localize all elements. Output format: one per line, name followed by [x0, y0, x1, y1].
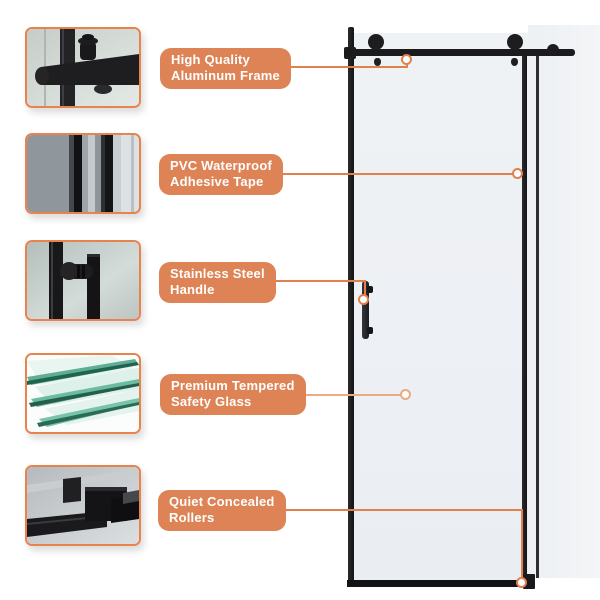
leader-dot-rollers — [516, 577, 527, 588]
callout-label-safety-glass: Premium Tempered Safety Glass — [160, 374, 306, 415]
leader-line-rollers — [273, 509, 523, 511]
handle-bolt-top — [367, 286, 373, 293]
aluminum-frame-closeup-icon — [27, 29, 139, 106]
leader-line-glass — [287, 394, 401, 396]
aluminum-frame-closeup-image — [25, 27, 141, 108]
callout-label-rollers: Quiet Concealed Rollers — [158, 490, 286, 531]
fixed-panel-edge-strip — [536, 56, 539, 578]
roller-wheel-far-icon — [547, 44, 559, 56]
aluminum-frame-left-stile — [348, 27, 354, 584]
handle-closeup-icon — [27, 242, 139, 319]
concealed-rollers-closeup-image — [25, 465, 141, 546]
door-handle — [362, 281, 369, 339]
adhesive-tape-closeup-image — [25, 133, 141, 214]
tempered-glass-closeup-image — [25, 353, 141, 434]
leader-line-frame — [278, 66, 408, 68]
callout-label-adhesive-tape: PVC Waterproof Adhesive Tape — [159, 154, 283, 195]
anti-jump-clip-left — [374, 58, 381, 66]
sliding-door-glass-panel — [354, 33, 528, 583]
tempered-glass-closeup-icon — [27, 355, 139, 432]
handle-bolt-bottom — [367, 327, 373, 334]
leader-dot-glass — [400, 389, 411, 400]
leader-line-handle — [258, 280, 366, 282]
roller-wheel-right-icon — [507, 34, 523, 50]
fixed-glass-panel — [528, 25, 600, 578]
concealed-rollers-closeup-icon — [27, 467, 139, 544]
callout-label-aluminum-frame: High Quality Aluminum Frame — [160, 48, 291, 89]
leader-dot-tape — [512, 168, 523, 179]
door-bottom-rail — [347, 580, 532, 587]
anti-jump-clip-right — [511, 58, 518, 66]
leader-dot-handle — [358, 294, 369, 305]
handle-closeup-image — [25, 240, 141, 321]
callout-label-handle: Stainless Steel Handle — [159, 262, 276, 303]
aluminum-top-rail — [344, 49, 575, 56]
leader-line-tape — [268, 173, 514, 175]
door-edge-tape-strip — [522, 56, 527, 583]
leader-dot-frame — [401, 54, 412, 65]
adhesive-tape-closeup-icon — [27, 135, 139, 212]
roller-wheel-left-icon — [368, 34, 384, 50]
